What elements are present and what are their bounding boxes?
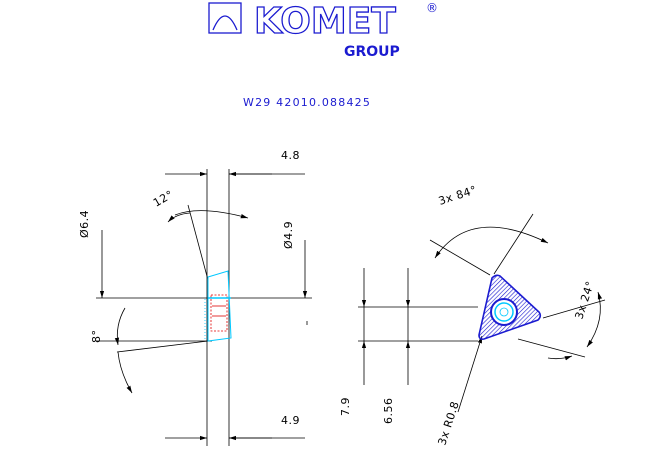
dim-angle-corners: 3x 84° — [437, 183, 479, 208]
brand-group: GROUP — [344, 44, 400, 60]
dim-height-inner: 6.56 — [382, 398, 395, 425]
brand-name: KOMET — [254, 1, 396, 42]
logo-emblem-icon — [208, 2, 242, 34]
dim-width-bottom: 4.9 — [281, 414, 300, 427]
dim-angle-side: 8° — [90, 330, 103, 344]
top-view: 3x 84° 3x 24° 7.9 6.56 3x R0.8 — [339, 183, 606, 447]
dim-diameter-inner: Ø4.9 — [282, 221, 295, 249]
dim-height-total: 7.9 — [339, 397, 352, 416]
part-number: W29 42010.088425 — [243, 96, 371, 109]
logo-emblem-arc — [212, 15, 238, 31]
dim-angle-top: 12° — [151, 188, 176, 210]
side-view: 4.8 4.9 Ø6.4 Ø4.9 12° 8° — [78, 149, 312, 446]
dim-diameter-outer: Ø6.4 — [78, 210, 91, 238]
dim-corner-radius: 3x R0.8 — [435, 399, 461, 446]
dim-angle-flank: 3x 24° — [572, 279, 597, 321]
dim-width-top: 4.8 — [281, 149, 300, 162]
komet-logo: KOMET ® GROUP — [208, 0, 438, 60]
insert-section — [207, 270, 232, 342]
registered-mark: ® — [426, 1, 438, 15]
